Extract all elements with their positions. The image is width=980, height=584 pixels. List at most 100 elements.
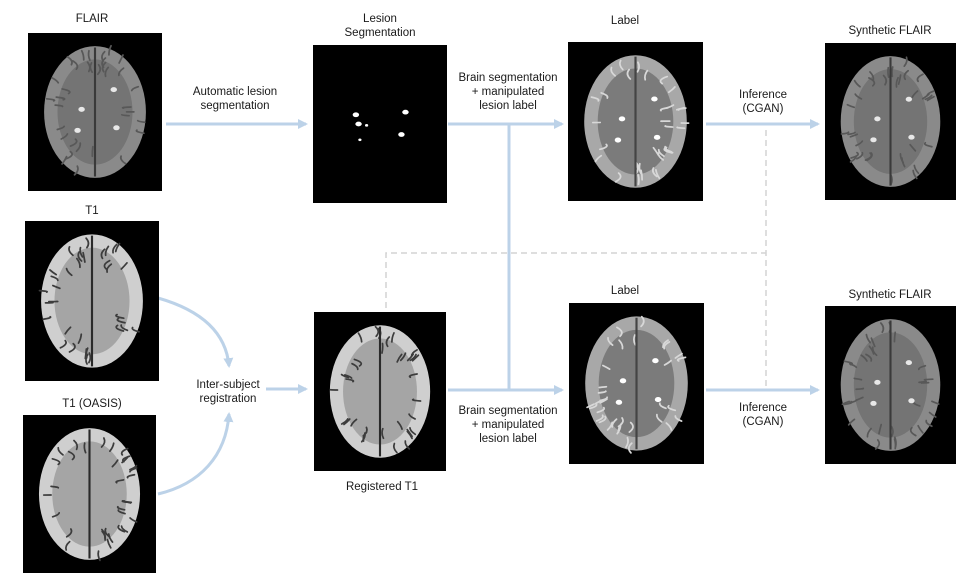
sulcus-fold [865,333,872,344]
brain-seg-bottom-step-label: Brain segmentation + manipulated lesion … [444,404,572,446]
auto-seg-line2: segmentation [200,100,270,112]
sulcus-fold [362,431,368,442]
sulcus-fold [625,436,629,449]
sulcus-fold [353,358,363,367]
sulcus-fold [77,251,83,262]
sulcus-fold [676,356,687,362]
brain-seg-top-step-label: Brain segmentation + manipulated lesion … [447,71,569,113]
sulcus-fold [617,422,623,433]
lesion-slice-graphic [352,109,409,142]
sulcus-fold [849,133,859,138]
sulcus-fold [64,326,72,335]
inference-bottom-line2: (CGAN) [742,416,784,428]
sulcus-fold [638,162,642,175]
brain-seg-top-line3: lesion label [479,100,537,112]
sulcus-fold [51,457,61,466]
sulcus-fold [79,246,84,258]
lesion-dot [358,138,362,142]
sulcus-fold [59,339,67,349]
sulcus-fold [847,418,856,426]
sulcus-fold [899,152,905,164]
sulcus-fold [869,71,875,82]
sulcus-fold [101,61,107,73]
sulcus-fold [73,165,79,176]
sulcus-fold [126,473,136,479]
sulcus-fold [129,517,138,523]
sulcus-fold [659,75,669,85]
sulcus-fold [924,94,933,101]
sulcus-fold [65,528,73,538]
t1-title: T1 [85,205,99,217]
sulcus-fold [596,406,605,414]
sulcus-fold [112,243,118,254]
lesion-dot [352,112,360,118]
sulcus-fold [129,467,138,473]
sulcus-fold [82,251,86,263]
sulcus-fold [594,154,603,163]
sulcus-fold [870,337,876,348]
auto-seg-step-label: Automatic lesion segmentation [176,85,294,113]
lesion-spot [874,116,881,122]
sulcus-fold [868,77,876,87]
sulcus-fold [399,352,407,362]
sulcus-fold [135,129,145,135]
sulcus-fold [893,438,897,450]
sulcus-fold [396,420,403,430]
lesion-dot [364,124,369,127]
lesion-spot [619,378,627,384]
registered-t1-image [314,312,446,471]
flair-title: FLAIR [75,13,109,25]
sulcus-fold [100,248,106,260]
sulcus-fold [119,155,127,165]
sulcus-fold [381,427,385,440]
flair-slice-graphic [44,44,146,178]
registered-t1-title: Registered T1 [345,481,419,493]
lesion-spot [652,358,659,364]
sulcus-fold [840,131,850,135]
lesion-dot [355,121,362,127]
sulcus-fold [410,349,418,357]
synthetic-flair-bottom-title: Synthetic FLAIR [848,289,932,301]
sulcus-fold [411,398,422,402]
sulcus-fold [644,69,649,81]
sulcus-fold [614,172,622,183]
sulcus-fold [116,505,126,511]
lesion-spot [653,134,661,140]
sulcus-fold [49,269,58,276]
sulcus-fold [931,400,940,405]
arrow-oasis-to-registration [157,412,234,496]
sulcus-fold [640,169,644,181]
sulcus-fold [887,66,890,78]
lesion-spot [74,127,81,133]
sulcus-fold [909,426,917,437]
sulcus-fold [853,377,863,381]
sulcus-fold [633,334,637,346]
sulcus-fold [114,242,121,253]
sulcus-fold [344,374,353,379]
sulcus-fold [595,414,604,422]
synthetic-flair-top-title: Synthetic FLAIR [848,25,932,37]
label-top-image [568,42,703,201]
sulcus-fold [926,90,935,97]
sulcus-fold [841,400,851,406]
lesion-spot [905,96,912,102]
sulcus-fold [406,353,414,362]
sulcus-fold [120,262,128,270]
sulcus-fold [847,131,856,136]
lesion-spot [615,399,623,405]
sulcus-fold [411,354,420,362]
lesion-spot [905,360,912,366]
sulcus-fold [912,169,918,180]
sulcus-fold [108,442,115,453]
sulcus-fold [874,439,881,450]
sulcus-fold [637,173,640,186]
lesion-seg-title-line1: Lesion [363,13,397,25]
lesion-spot [908,134,915,140]
sulcus-fold [854,93,863,100]
sulcus-fold [120,324,129,332]
sulcus-fold [65,540,71,551]
sulcus-fold [408,413,416,420]
sulcus-fold [96,63,102,76]
sulcus-fold [626,68,632,80]
